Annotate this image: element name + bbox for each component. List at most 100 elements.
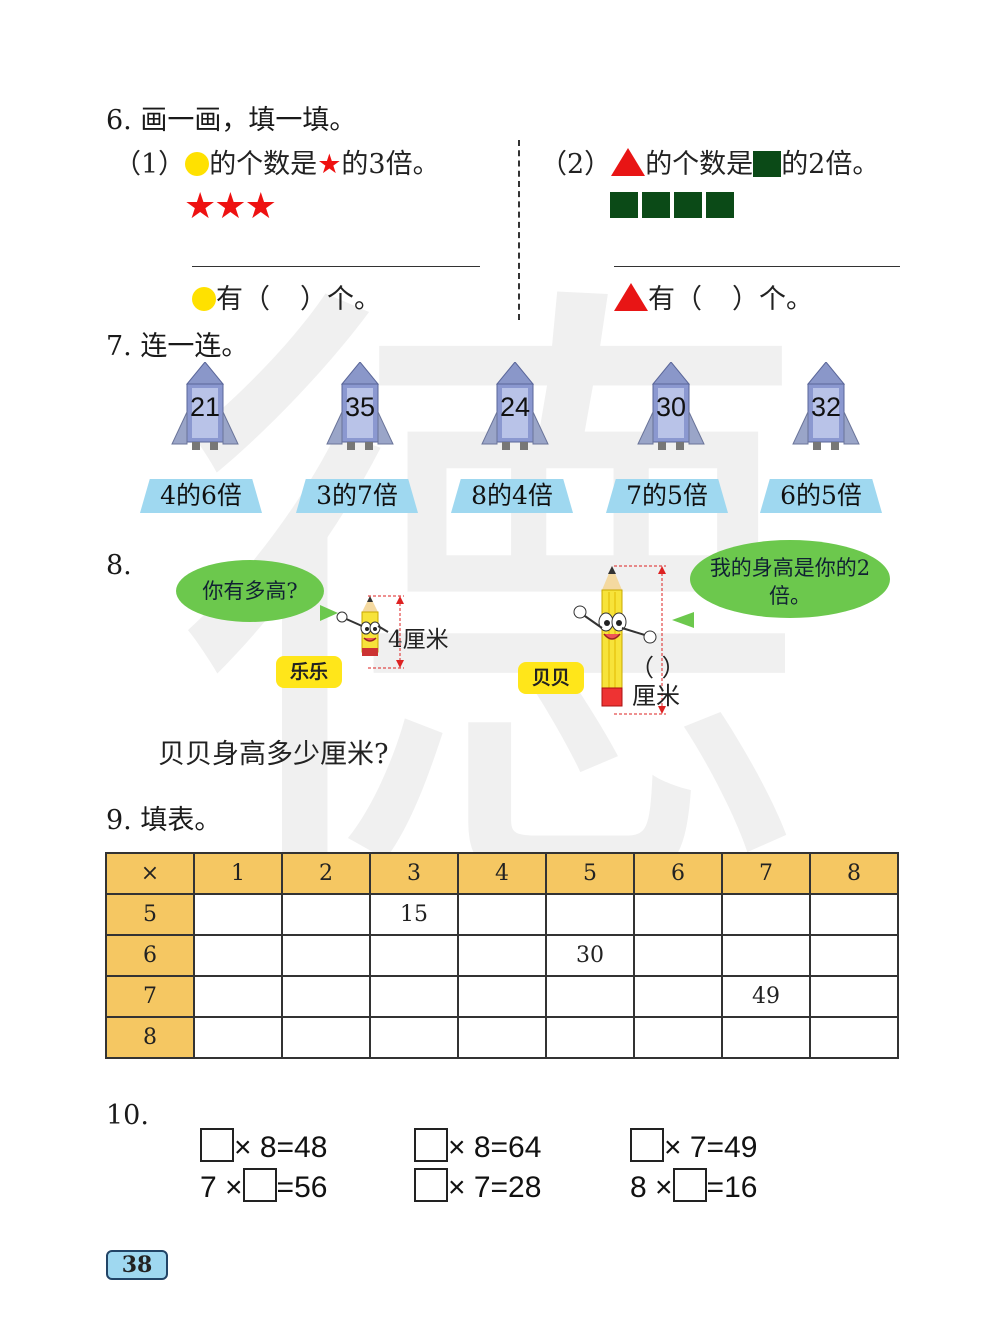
table-cell[interactable] bbox=[457, 934, 547, 977]
table-cell[interactable] bbox=[633, 934, 723, 977]
answer-suffix: ）个。 bbox=[300, 284, 381, 315]
table-cell[interactable] bbox=[721, 934, 811, 977]
rocket-2[interactable]: 35 bbox=[325, 362, 395, 452]
table-cell[interactable] bbox=[193, 975, 283, 1018]
table-cell[interactable] bbox=[809, 975, 899, 1018]
equation-1: × 8=48 bbox=[200, 1128, 327, 1165]
answer-prefix: 有（ bbox=[648, 284, 702, 315]
eq-suffix: =16 bbox=[706, 1171, 758, 1204]
match-tag-4[interactable]: 7的5倍 bbox=[606, 479, 728, 513]
header-cell: 3 bbox=[369, 852, 459, 895]
table-cell[interactable] bbox=[721, 893, 811, 936]
eq-suffix: × 7=49 bbox=[664, 1131, 758, 1164]
equation-5: × 7=28 bbox=[414, 1168, 541, 1205]
star-icon: ★ bbox=[214, 186, 246, 227]
table-cell[interactable] bbox=[193, 1016, 283, 1059]
table-cell[interactable] bbox=[809, 893, 899, 936]
green-square-icon bbox=[753, 151, 782, 177]
table-cell[interactable] bbox=[545, 1016, 635, 1059]
bubble-tail-icon bbox=[672, 612, 694, 628]
table-cell[interactable]: 15 bbox=[369, 893, 459, 936]
rocket-number: 30 bbox=[655, 392, 687, 422]
q6-part1-draw-line[interactable] bbox=[192, 266, 480, 267]
q6-part2-answer: 有（ ）个。 bbox=[614, 277, 813, 316]
rocket-4[interactable]: 30 bbox=[636, 362, 706, 452]
answer-box[interactable] bbox=[672, 1168, 707, 1202]
star-icon: ★ bbox=[244, 186, 277, 227]
tall-pencil-character-icon bbox=[573, 566, 657, 707]
table-cell[interactable]: 49 bbox=[721, 975, 811, 1018]
equation-4: 7 ×=56 bbox=[200, 1168, 327, 1205]
q6-part2-draw-line[interactable] bbox=[614, 266, 900, 267]
q6-part2-statement: （2）的个数是的2倍。 bbox=[540, 142, 879, 181]
table-cell[interactable] bbox=[721, 1016, 811, 1059]
table-cell[interactable] bbox=[457, 975, 547, 1018]
height-unit-right: 厘米 bbox=[632, 682, 680, 710]
header-cell: 5 bbox=[545, 852, 635, 895]
table-cell[interactable] bbox=[193, 934, 283, 977]
match-tag-1[interactable]: 4的6倍 bbox=[140, 479, 262, 513]
answer-box[interactable] bbox=[630, 1128, 664, 1162]
q6-part1-label: （1） bbox=[114, 149, 186, 180]
speech-bubble-right: 我的身高是你的2倍。 bbox=[690, 540, 890, 618]
table-cell[interactable] bbox=[633, 975, 723, 1018]
table-cell[interactable] bbox=[369, 975, 459, 1018]
q6-part2-label: （2） bbox=[540, 149, 612, 180]
answer-box[interactable] bbox=[242, 1168, 277, 1202]
table-header-row: × 1 2 3 4 5 6 7 8 bbox=[105, 852, 899, 895]
rocket-number: 35 bbox=[344, 392, 376, 422]
answer-suffix: ）个。 bbox=[732, 284, 813, 315]
rocket-number: 24 bbox=[499, 392, 531, 422]
rocket-number: 21 bbox=[189, 392, 221, 422]
multiplication-table: × 1 2 3 4 5 6 7 8 5 15 6 30 7 bbox=[105, 852, 899, 1059]
header-cell: 6 bbox=[633, 852, 723, 895]
rocket-number: 32 bbox=[810, 392, 842, 422]
table-cell[interactable] bbox=[545, 893, 635, 936]
table-cell[interactable] bbox=[281, 934, 371, 977]
q6-part1-answer: 有（）个。 bbox=[192, 277, 381, 316]
rocket-1[interactable]: 21 bbox=[170, 362, 240, 452]
table-cell[interactable] bbox=[633, 893, 723, 936]
green-square-icon bbox=[706, 192, 734, 218]
page-number: 38 bbox=[106, 1250, 168, 1280]
q6-divider bbox=[518, 140, 520, 320]
eq-suffix: =56 bbox=[276, 1171, 328, 1204]
table-cell[interactable] bbox=[545, 975, 635, 1018]
table-row: 5 15 bbox=[105, 893, 899, 936]
answer-box[interactable] bbox=[414, 1168, 448, 1202]
table-cell[interactable] bbox=[281, 975, 371, 1018]
table-cell[interactable] bbox=[809, 934, 899, 977]
table-cell[interactable] bbox=[281, 1016, 371, 1059]
rocket-5[interactable]: 32 bbox=[791, 362, 861, 452]
rocket-3[interactable]: 24 bbox=[480, 362, 550, 452]
red-triangle-icon bbox=[611, 148, 646, 176]
eq-suffix: × 8=48 bbox=[234, 1131, 328, 1164]
match-tag-2[interactable]: 3的7倍 bbox=[296, 479, 418, 513]
equation-3: × 7=49 bbox=[630, 1128, 757, 1165]
table-cell[interactable] bbox=[369, 1016, 459, 1059]
table-cell[interactable] bbox=[193, 893, 283, 936]
q6-part1-statement: （1）的个数是★的3倍。 bbox=[114, 142, 440, 181]
name-tag-beibei: 贝贝 bbox=[518, 662, 584, 694]
table-cell[interactable] bbox=[633, 1016, 723, 1059]
height-blank-right[interactable]: （ ） bbox=[630, 654, 686, 682]
match-tag-5[interactable]: 6的5倍 bbox=[760, 479, 882, 513]
match-tag-3[interactable]: 8的4倍 bbox=[451, 479, 573, 513]
q8-question: 贝贝身高多少厘米? bbox=[158, 739, 389, 770]
header-cell: 7 bbox=[721, 852, 811, 895]
answer-box[interactable] bbox=[200, 1128, 234, 1162]
table-row: 7 49 bbox=[105, 975, 899, 1018]
table-cell[interactable] bbox=[369, 934, 459, 977]
answer-box[interactable] bbox=[414, 1128, 448, 1162]
name-tag-lele: 乐乐 bbox=[276, 656, 342, 688]
table-cell[interactable] bbox=[457, 893, 547, 936]
table-cell[interactable] bbox=[281, 893, 371, 936]
small-pencil-character-icon bbox=[336, 596, 389, 656]
q6-title: 6. 画一画，填一填。 bbox=[106, 105, 357, 136]
green-square-icon bbox=[674, 192, 702, 218]
table-cell[interactable] bbox=[457, 1016, 547, 1059]
table-cell[interactable]: 30 bbox=[545, 934, 635, 977]
table-cell[interactable] bbox=[809, 1016, 899, 1059]
q10-title: 10. bbox=[106, 1100, 149, 1131]
equation-6: 8 ×=16 bbox=[630, 1168, 757, 1205]
